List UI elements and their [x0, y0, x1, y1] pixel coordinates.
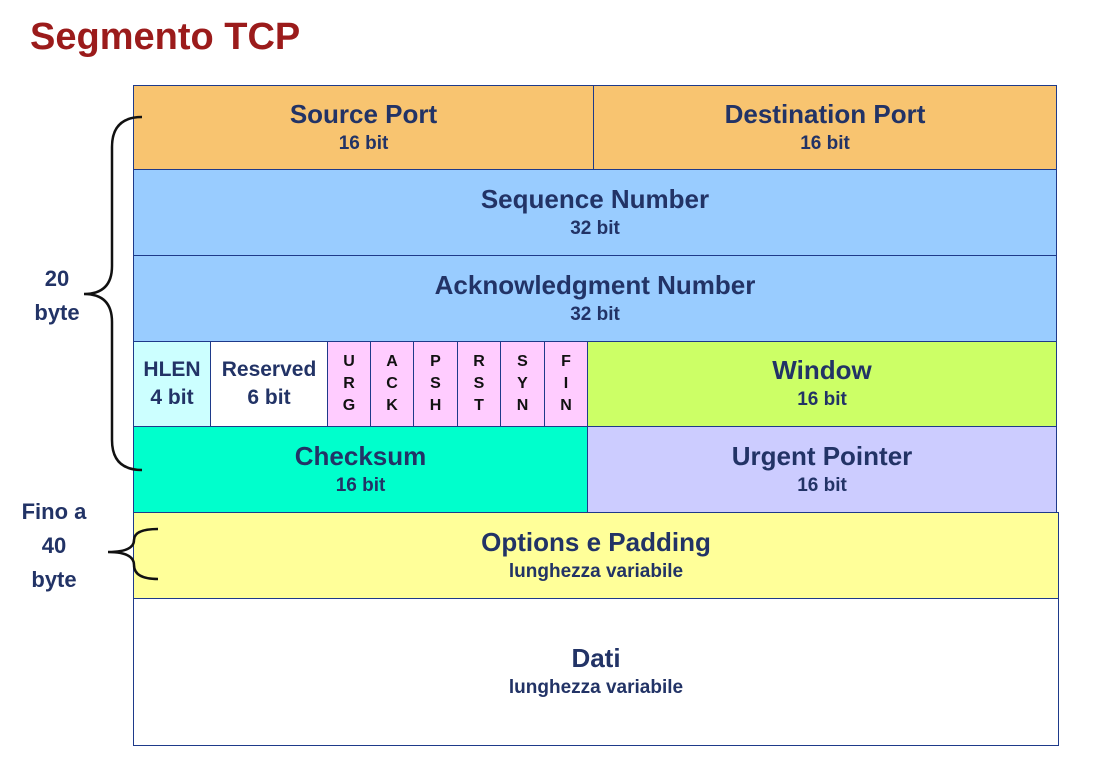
sequence-number-field: Sequence Number 32 bit [133, 169, 1057, 256]
options-padding-size: lunghezza variabile [508, 560, 684, 582]
acknowledgment-number-label: Acknowledgment Number [434, 269, 756, 300]
flag-letter: U [343, 353, 355, 370]
window-field: Window 16 bit [587, 341, 1057, 427]
flag-letter: Y [517, 375, 528, 392]
flag-letter: H [429, 397, 442, 414]
urgent-pointer-label: Urgent Pointer [731, 440, 913, 471]
destination-port-label: Destination Port [724, 98, 926, 129]
flag-letter: T [474, 397, 484, 414]
flag-rst: R S T [457, 341, 501, 427]
options-size-unit: byte [31, 567, 77, 592]
data-field: Dati lunghezza variabile [133, 598, 1059, 746]
destination-port-field: Destination Port 16 bit [593, 85, 1057, 170]
flag-letter: P [430, 353, 441, 370]
flag-letter: R [343, 375, 355, 392]
hlen-size: 4 bit [150, 386, 194, 409]
flag-letter: S [430, 375, 441, 392]
flag-syn: S Y N [500, 341, 545, 427]
data-label: Dati [571, 643, 621, 673]
options-size-annotation: Fino a 40 byte [8, 495, 100, 597]
window-size: 16 bit [797, 389, 847, 410]
reserved-label: Reserved [221, 358, 317, 381]
header-size-value: 20 [44, 266, 70, 291]
header-size-annotation: 20 byte [22, 262, 92, 330]
options-padding-label: Options e Padding [481, 526, 711, 557]
page-title: Segmento TCP [30, 16, 301, 58]
checksum-size: 16 bit [335, 474, 386, 496]
window-label: Window [772, 355, 872, 385]
sequence-number-label: Sequence Number [480, 183, 710, 214]
acknowledgment-number-field: Acknowledgment Number 32 bit [133, 255, 1057, 342]
flag-letter: S [517, 353, 528, 370]
flag-letter: A [386, 353, 398, 370]
flag-letter: G [342, 397, 356, 414]
options-padding-field: Options e Padding lunghezza variabile [133, 512, 1059, 599]
source-port-label: Source Port [289, 98, 438, 129]
flag-letter: F [561, 353, 571, 370]
flag-letter: R [473, 353, 485, 370]
source-port-field: Source Port 16 bit [133, 85, 594, 170]
hlen-label: HLEN [143, 358, 201, 381]
acknowledgment-number-size: 32 bit [570, 303, 620, 325]
flag-letter: C [386, 375, 398, 392]
source-port-size: 16 bit [338, 132, 389, 154]
header-size-unit: byte [34, 300, 80, 325]
flag-fin: F I N [544, 341, 588, 427]
checksum-label: Checksum [294, 440, 427, 471]
flag-letter: N [516, 397, 529, 414]
data-size: lunghezza variabile [508, 677, 684, 698]
options-size-value: 40 [41, 533, 67, 558]
flag-letter: I [563, 375, 569, 392]
flag-ack: A C K [370, 341, 414, 427]
destination-port-size: 16 bit [800, 132, 850, 154]
flag-urg: U R G [327, 341, 371, 427]
urgent-pointer-size: 16 bit [797, 474, 847, 496]
flag-letter: K [386, 397, 398, 414]
flag-letter: S [473, 375, 485, 392]
flag-letter: N [560, 397, 572, 414]
hlen-field: HLEN 4 bit [133, 341, 211, 427]
options-size-prefix: Fino a [21, 499, 87, 524]
reserved-size: 6 bit [247, 386, 291, 409]
sequence-number-size: 32 bit [570, 217, 620, 239]
